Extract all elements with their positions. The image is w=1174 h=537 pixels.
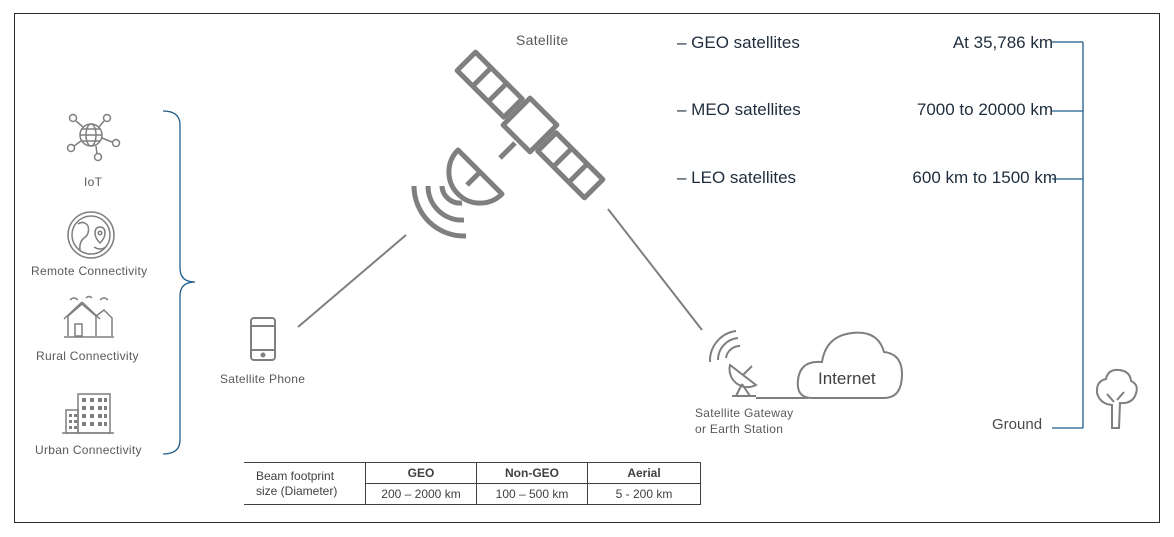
column-header-aerial: Aerial [587, 462, 701, 484]
building-windows [69, 398, 107, 429]
table-header-row: Beam footprint size (Diameter) GEO Non-G… [244, 462, 701, 505]
internet-cloud-icon [796, 331, 904, 399]
gateway-label-line1: Satellite Gateway [695, 406, 794, 420]
office-building-icon [62, 393, 114, 434]
cell-geo: 200 – 2000 km [365, 483, 477, 505]
diagram-frame [14, 13, 1160, 523]
cell-non-geo: 100 – 500 km [476, 483, 588, 505]
altitude-bracket [1052, 41, 1084, 429]
orbit-altitude-geo: At 35,786 km [952, 33, 1053, 52]
use-case-label-iot: IoT [84, 175, 103, 189]
use-case-label-urban: Urban Connectivity [35, 443, 142, 457]
cell-aerial: 5 - 200 km [587, 483, 701, 505]
column-header-geo: GEO [365, 462, 477, 484]
orbit-name-meo: – MEO satellites [677, 100, 801, 119]
ground-label: Ground [992, 416, 1043, 433]
column-header-non-geo: Non-GEO [476, 462, 588, 484]
table-row: 200 – 2000 km 100 – 500 km 5 - 200 km [244, 483, 701, 505]
rural-house-icon [63, 295, 114, 338]
use-case-label-remote: Remote Connectivity [31, 264, 148, 278]
beam-footprint-table: Beam footprint size (Diameter) GEO Non-G… [244, 462, 701, 505]
orbit-name-geo: – GEO satellites [677, 33, 800, 52]
globe-pin-icon [67, 211, 115, 259]
row-header-line2: size (Diameter) [256, 483, 338, 498]
iot-network-icon [66, 113, 121, 162]
orbit-altitude-leo: 600 km to 1500 km [912, 168, 1057, 187]
satellite-icon [411, 49, 606, 239]
phone-link-line [297, 234, 407, 328]
orbit-altitude-meo: 7000 to 20000 km [916, 100, 1053, 119]
satellite-phone-icon [250, 317, 276, 361]
tree-icon [1095, 368, 1138, 429]
use-case-label-rural: Rural Connectivity [36, 349, 139, 363]
satellite-label: Satellite [516, 32, 569, 48]
gateway-dish-icon [708, 330, 758, 397]
table-row-header: Beam footprint size (Diameter) [244, 462, 366, 505]
orbit-name-leo: – LEO satellites [677, 168, 797, 187]
satellite-phone-label: Satellite Phone [220, 372, 306, 386]
use-case-brace [162, 110, 196, 455]
row-header-line1: Beam footprint [256, 468, 335, 483]
gateway-label-line2: or Earth Station [695, 422, 784, 436]
gateway-link-line [607, 208, 703, 331]
internet-label: Internet [818, 369, 876, 388]
